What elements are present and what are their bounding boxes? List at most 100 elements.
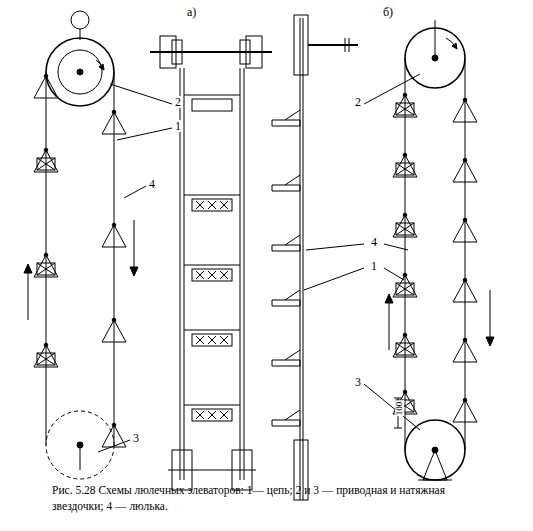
cradle <box>34 150 58 172</box>
pivot <box>463 98 467 102</box>
figure-caption: Рис. 5.28 Схемы люлечных элеваторов: 1— … <box>52 483 482 514</box>
cradle <box>34 255 58 277</box>
scheme-letter: а) <box>186 6 197 18</box>
callout-number: 3 <box>132 432 140 444</box>
cradle-bar <box>184 265 240 266</box>
pivot <box>44 343 48 347</box>
cradle-load <box>208 336 216 344</box>
pivot <box>463 218 467 222</box>
cradle-bar <box>184 95 240 96</box>
cradle-load <box>220 411 228 419</box>
cradle-side <box>192 409 232 421</box>
cradle <box>102 425 126 447</box>
cradle-load <box>37 158 55 170</box>
cradle-load <box>396 283 414 295</box>
pivot <box>112 423 116 427</box>
cradle-load <box>196 271 204 279</box>
cradle-load <box>37 353 55 365</box>
pivot <box>112 223 116 227</box>
callout-number: 4 <box>148 178 156 190</box>
pivot <box>463 338 467 342</box>
cradle <box>102 112 126 134</box>
cradle-load <box>37 353 55 365</box>
cradle-load <box>196 201 204 209</box>
pivot <box>44 74 48 78</box>
leader-lines <box>98 74 420 452</box>
pivot <box>403 153 407 157</box>
cradle-bar <box>184 405 240 406</box>
pivot <box>44 253 48 257</box>
cradle-load <box>396 163 414 175</box>
cradle-load <box>37 263 55 275</box>
cradle <box>102 225 126 247</box>
cradle-side <box>272 110 300 126</box>
cradle <box>34 76 58 98</box>
cradle-load <box>208 271 216 279</box>
scheme-a-front <box>24 11 138 479</box>
cradle-bar <box>184 330 240 331</box>
callout-number: 3 <box>354 376 362 388</box>
dimension: 100 <box>395 401 404 417</box>
cradles <box>34 74 477 447</box>
cradle-load <box>208 201 216 209</box>
cradle-load <box>220 271 228 279</box>
pivot <box>112 318 116 322</box>
cradle-side <box>272 290 300 306</box>
callout-number: 2 <box>354 96 362 108</box>
callout-number: 4 <box>370 236 378 248</box>
cradle <box>453 220 477 242</box>
cradle-bar <box>184 195 240 196</box>
cradle <box>393 215 417 237</box>
pivot <box>403 93 407 97</box>
cradle-load <box>396 223 414 235</box>
cradle <box>393 95 417 117</box>
cradle <box>34 345 58 367</box>
cradle-side <box>192 199 232 211</box>
cradle <box>453 160 477 182</box>
cradle-load <box>396 343 414 355</box>
scheme-letter: б) <box>382 6 394 18</box>
cradle <box>453 100 477 122</box>
cradle-side <box>272 235 300 251</box>
cradle <box>453 400 477 422</box>
cradle-side <box>272 410 300 426</box>
callout-number: 1 <box>174 120 182 132</box>
cradle <box>453 280 477 302</box>
cradle-load <box>396 163 414 175</box>
cradle-load <box>396 223 414 235</box>
cradle-load <box>37 158 55 170</box>
cradle-load <box>396 103 414 115</box>
cradle <box>393 275 417 297</box>
pivot <box>403 333 407 337</box>
cradle-load <box>196 411 204 419</box>
callout-number: 2 <box>174 96 182 108</box>
pivot <box>463 398 467 402</box>
cradle-side <box>192 334 232 346</box>
cradle <box>393 155 417 177</box>
cradle <box>453 340 477 362</box>
cradle-load <box>196 336 204 344</box>
pivot <box>403 213 407 217</box>
cradle-load <box>396 283 414 295</box>
cradle-load <box>396 103 414 115</box>
cradle-load <box>220 201 228 209</box>
pivot <box>463 158 467 162</box>
cradle-side <box>272 350 300 366</box>
callout-number: 1 <box>370 260 378 272</box>
cradle-load <box>220 336 228 344</box>
cradle <box>102 320 126 342</box>
cradle-load <box>396 343 414 355</box>
cradle-side <box>192 99 232 111</box>
cradle-load <box>208 411 216 419</box>
pivot <box>403 390 407 394</box>
pivot <box>403 273 407 277</box>
cradle <box>393 335 417 357</box>
scheme-a-side <box>150 36 272 490</box>
pivot <box>463 278 467 282</box>
pivot <box>112 110 116 114</box>
scheme-b-side <box>294 15 358 500</box>
scheme-b-front <box>385 20 494 480</box>
cradle-side <box>272 175 300 191</box>
